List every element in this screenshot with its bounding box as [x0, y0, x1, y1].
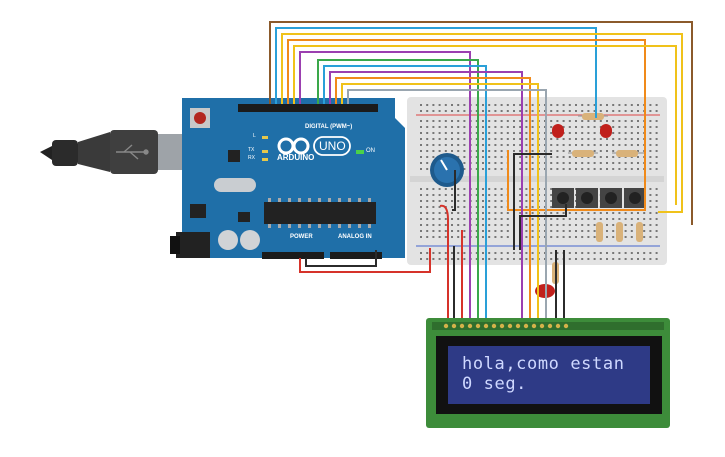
arduino-uno-board[interactable] [170, 98, 405, 259]
led-red-2[interactable] [600, 124, 612, 138]
resistor-6[interactable] [636, 222, 643, 242]
resistor-3[interactable] [578, 113, 608, 120]
resistor-5[interactable] [616, 222, 623, 242]
analog-header[interactable] [330, 252, 382, 259]
reset-button[interactable] [190, 108, 210, 128]
arduino-model-label: UNO [319, 139, 346, 153]
led-red-1[interactable] [552, 124, 564, 138]
push-button-4[interactable] [624, 188, 646, 208]
resistor-4[interactable] [596, 222, 603, 242]
lcd-line-2: 0 seg. [462, 374, 528, 394]
power-header-label: POWER [290, 234, 313, 240]
digital-header-label: DIGITAL (PWM~) [305, 124, 353, 130]
resistor-2[interactable] [612, 150, 644, 157]
rx-label: RX [248, 155, 255, 161]
push-button-3[interactable] [600, 188, 622, 208]
analog-header-label: ANALOG IN [338, 234, 372, 240]
power-header[interactable] [262, 252, 324, 259]
lcd-screen [448, 346, 650, 404]
usb-icon [116, 144, 149, 160]
arduino-logo-text: ARDUINO [277, 153, 315, 162]
lcd-line-1: hola,como estan [462, 354, 625, 374]
push-button-1[interactable] [552, 188, 574, 208]
lcd-16x2[interactable] [426, 318, 670, 428]
tx-label: TX [248, 147, 255, 153]
arduino-on-label: ON [366, 148, 375, 154]
atmega-chip [264, 202, 376, 224]
digital-header[interactable] [238, 104, 378, 112]
push-button-2[interactable] [576, 188, 598, 208]
resistor-1[interactable] [568, 150, 598, 157]
arduino-logo-icon [277, 137, 310, 155]
wires [269, 21, 693, 330]
potentiometer[interactable] [430, 153, 464, 187]
l-label: L [253, 133, 256, 139]
usb-cable [40, 130, 200, 174]
